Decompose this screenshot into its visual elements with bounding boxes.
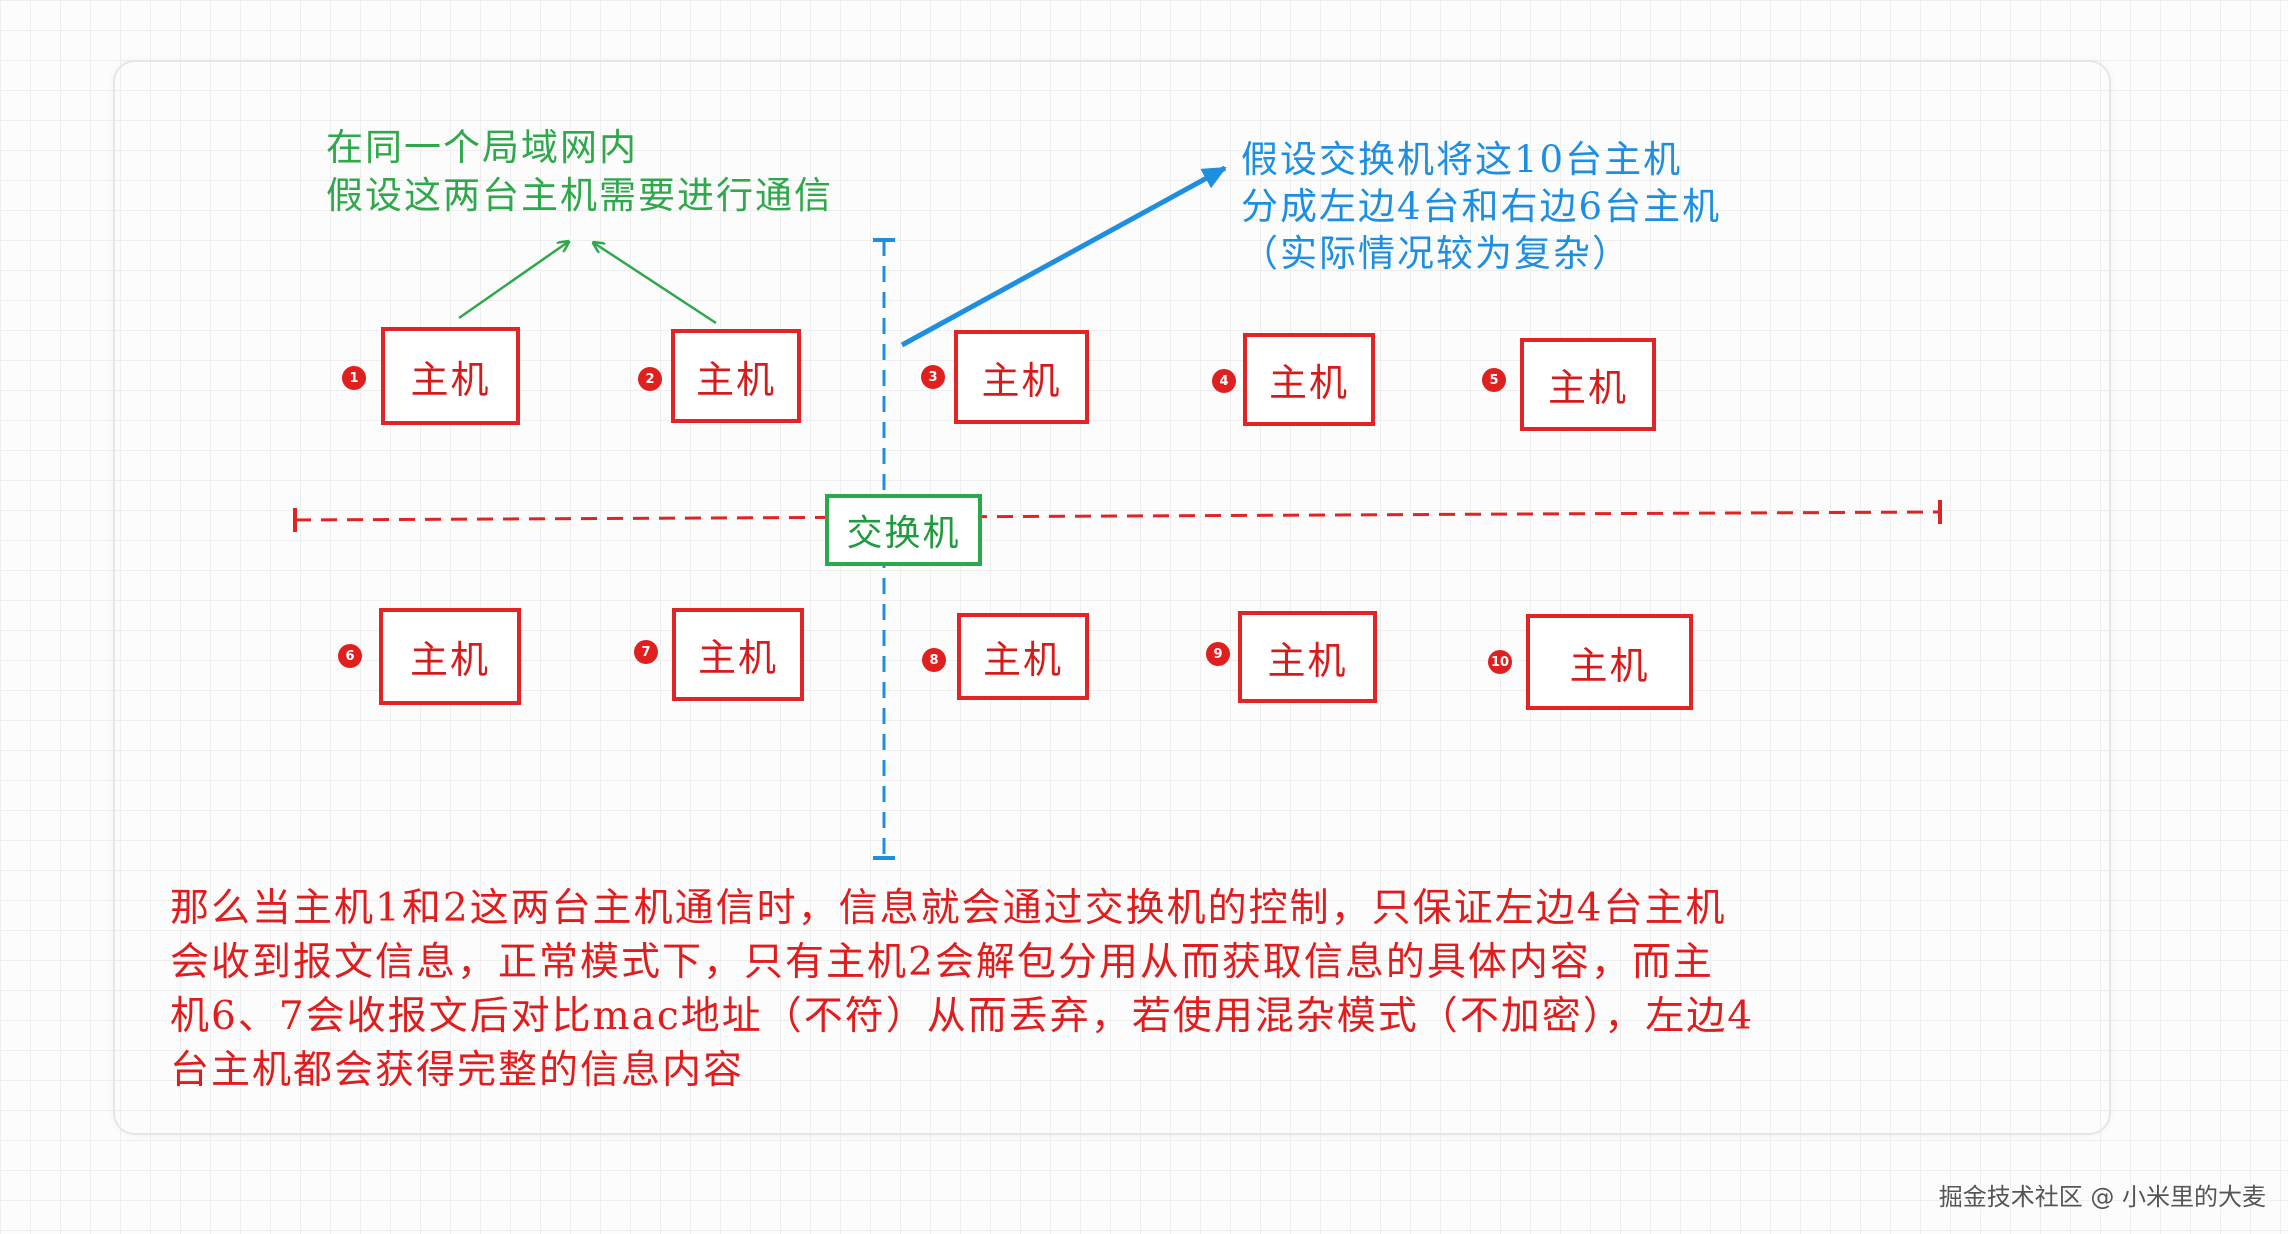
green-note-line-1: 在同一个局域网内 [326,126,638,169]
host-box-8: 主机 [957,613,1089,700]
host-number-badge: 4 [1212,369,1236,393]
green-note-line-2: 假设这两台主机需要进行通信 [326,174,833,217]
explanation-line-2: 会收到报文信息，正常模式下，只有主机2会解包分用从而获取信息的具体内容，而主 [170,940,1714,985]
host-box-5: 主机 [1520,338,1656,431]
horizontal-divider-line [294,510,1941,522]
explanation-line-3: 机6、7会收报文后对比mac地址（不符）从而丢弃，若使用混杂模式（不加密），左边… [170,994,1755,1039]
host-box-4: 主机 [1243,333,1375,426]
blue-note-line-2: 分成左边4台和右边6台主机 [1241,185,1722,228]
host-box-6: 主机 [379,608,521,705]
host-number-badge: 6 [338,644,362,668]
explanation-line-1: 那么当主机1和2这两台主机通信时，信息就会通过交换机的控制，只保证左边4台主机 [170,886,1727,931]
host-box-9: 主机 [1238,611,1377,703]
host-number-badge: 3 [921,365,945,389]
host-number-badge: 9 [1206,642,1230,666]
green-note: 在同一个局域网内 假设这两台主机需要进行通信 [326,124,833,220]
explanation-line-4: 台主机都会获得完整的信息内容 [170,1048,745,1093]
host-box-1: 主机 [381,327,520,425]
host-box-10: 主机 [1526,614,1693,710]
blue-arrow [900,165,1227,348]
host-box-3: 主机 [954,330,1089,424]
blue-note-line-1: 假设交换机将这10台主机 [1241,138,1683,181]
host-number-badge: 1 [342,366,366,390]
green-arrow-host2 [594,243,717,325]
host-number-badge: 10 [1488,650,1512,674]
host-box-7: 主机 [672,608,804,701]
host-number-badge: 7 [634,640,658,664]
blue-note: 假设交换机将这10台主机 分成左边4台和右边6台主机 （实际情况较为复杂） [1241,136,1721,277]
explanation-text: 那么当主机1和2这两台主机通信时，信息就会通过交换机的控制，只保证左边4台主机 … [170,882,2090,1098]
green-arrow-host1 [458,242,568,320]
watermark: 掘金技术社区 @ 小米里的大麦 [1938,1183,2266,1211]
switch-box: 交换机 [825,494,982,566]
host-number-badge: 2 [638,367,662,391]
host-number-badge: 5 [1482,368,1506,392]
blue-note-line-3: （实际情况较为复杂） [1241,232,1631,275]
host-box-2: 主机 [671,329,801,423]
host-number-badge: 8 [922,648,946,672]
